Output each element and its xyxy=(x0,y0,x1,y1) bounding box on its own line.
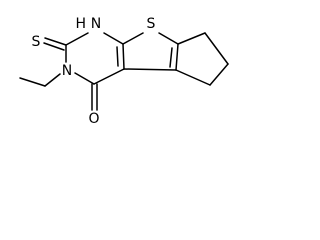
bond-c2-s-thione-double xyxy=(43,42,65,51)
bond-ch2a-ch2b xyxy=(204,32,229,65)
bonds xyxy=(19,32,229,111)
atom-nitrogen-nh: N xyxy=(91,16,101,32)
bond-n1-c2 xyxy=(65,32,89,46)
bond-c2-s-thione xyxy=(44,37,67,46)
molecule-structure-diagram: H N S S N O xyxy=(19,16,229,127)
bond-c7a-n1 xyxy=(103,32,124,45)
bond-c7-c3a-inner xyxy=(169,47,173,68)
bond-c3a-c4a xyxy=(123,68,177,71)
bond-c7-ch2a xyxy=(177,32,206,45)
atom-oxygen: O xyxy=(88,111,99,127)
bond-c4-c4a xyxy=(93,68,125,85)
bond-ch2-ch3 xyxy=(19,77,46,87)
bond-c7a-s xyxy=(122,32,144,45)
bond-n3-c4 xyxy=(74,72,95,85)
atom-sulfur-ring: S xyxy=(147,16,156,32)
atom-labels: H N S S N O xyxy=(32,16,156,127)
bond-n3-ch2 xyxy=(44,73,61,87)
atom-hydrogen-nh: H xyxy=(75,16,86,32)
bond-s-c7 xyxy=(158,32,179,45)
bond-c4a-c7a xyxy=(122,43,125,70)
bond-c4a-c7a-inner xyxy=(116,46,119,67)
atom-sulfur-thione: S xyxy=(32,34,41,50)
bond-ch2c-c3a xyxy=(175,69,211,86)
atom-nitrogen-ethyl: N xyxy=(62,63,72,79)
bond-ch2b-ch2c xyxy=(209,63,229,86)
bond-c7-c3a xyxy=(175,43,179,71)
